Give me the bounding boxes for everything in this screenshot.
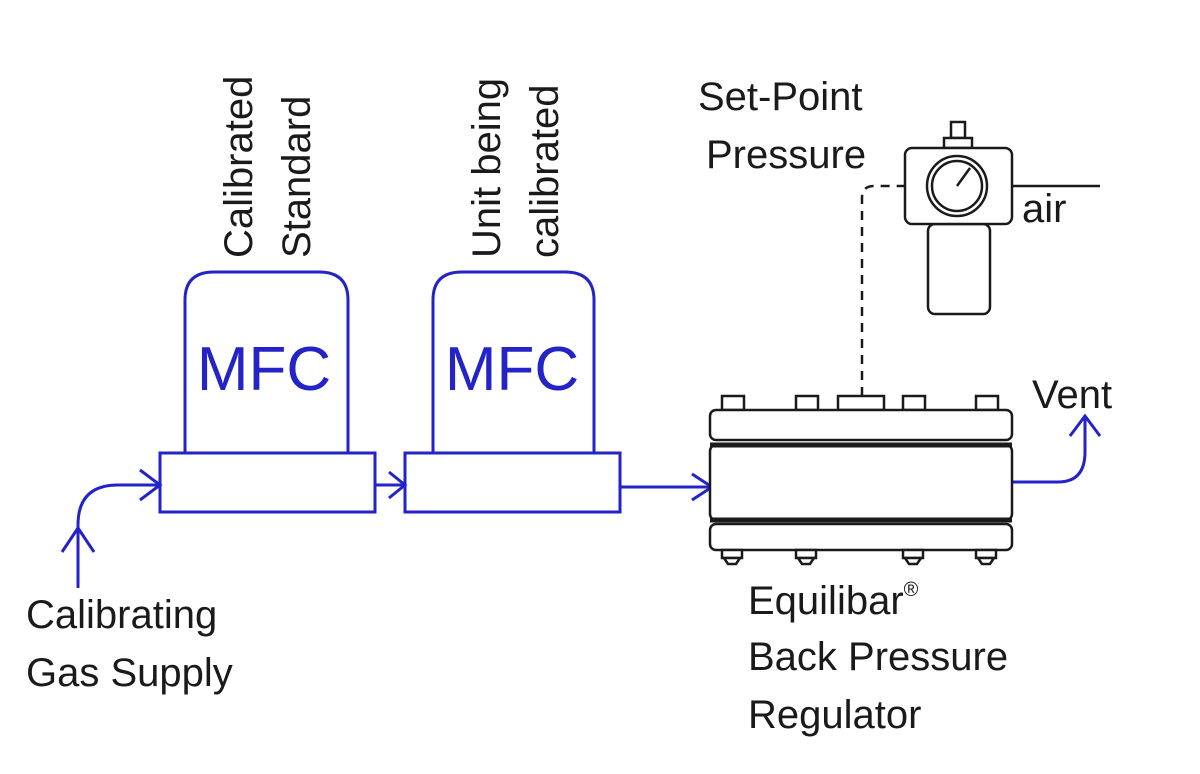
calibrated-standard-label: Calibrated Standard [217, 76, 319, 258]
vent-line [1013, 413, 1102, 484]
svg-text:calibrated: calibrated [523, 85, 567, 258]
regulator-inlet-line [620, 472, 715, 502]
mfc-calibrated-standard: MFC [158, 270, 377, 514]
svg-text:Equilibar®: Equilibar® [748, 579, 919, 623]
air-label: air [1022, 187, 1066, 231]
svg-text:Calibrated: Calibrated [217, 76, 261, 258]
mfc-unit-being-calibrated: MFC [403, 270, 622, 514]
back-pressure-regulator [708, 394, 1014, 566]
set-point-pressure-label: Set-Point Pressure [698, 75, 866, 177]
unit-being-calibrated-label: Unit being calibrated [465, 78, 567, 258]
regulator-label: Equilibar® Back Pressure Regulator [748, 579, 1008, 737]
svg-text:Back Pressure: Back Pressure [748, 635, 1008, 679]
svg-text:Calibrating: Calibrating [26, 593, 217, 637]
mfc-right-label: MFC [445, 335, 579, 404]
mfc-connector-line [375, 470, 408, 500]
svg-text:Unit being: Unit being [465, 78, 509, 258]
mfc-left-label: MFC [197, 335, 331, 404]
svg-text:Set-Point: Set-Point [698, 75, 863, 119]
gas-supply-label: Calibrating Gas Supply [26, 593, 233, 695]
svg-text:Pressure: Pressure [706, 133, 866, 177]
svg-text:Gas Supply: Gas Supply [26, 651, 233, 695]
svg-text:Regulator: Regulator [748, 693, 921, 737]
gas-supply-line [60, 468, 163, 588]
set-point-regulator [903, 120, 1100, 316]
vent-label: Vent [1032, 373, 1112, 417]
svg-text:Standard: Standard [275, 96, 319, 258]
pilot-pressure-line [860, 184, 905, 396]
